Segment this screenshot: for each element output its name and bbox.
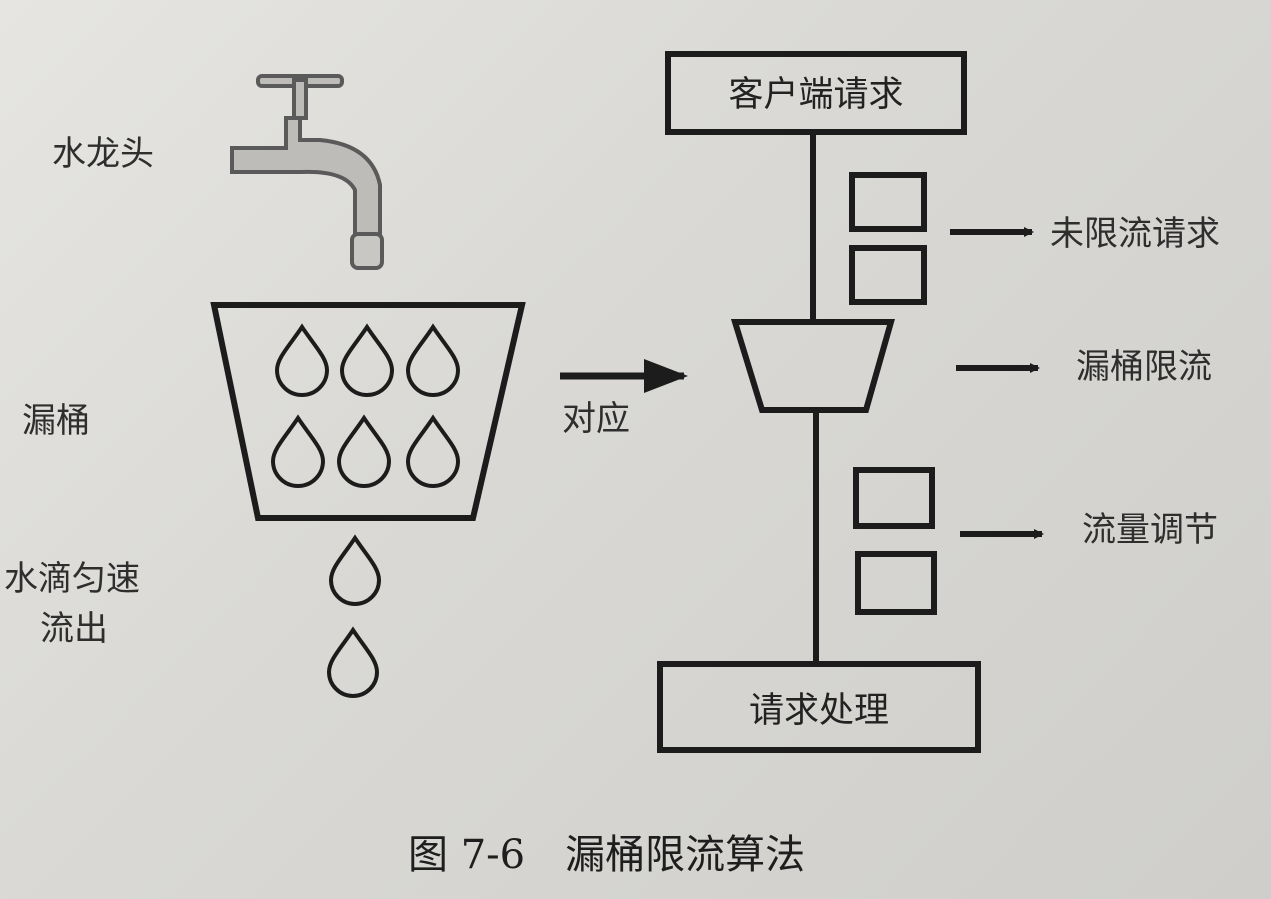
droplet-icon xyxy=(328,534,382,606)
request-square xyxy=(855,551,937,615)
faucet-icon xyxy=(230,74,384,270)
client-request-label: 客户端请求 xyxy=(728,75,903,115)
droplets-in-bucket xyxy=(270,323,461,488)
droplet-icon xyxy=(405,323,461,397)
request-square xyxy=(853,467,935,529)
droplet-icon xyxy=(274,323,330,397)
flow-regulation-label: 流量调节 xyxy=(1082,510,1218,550)
unlimited-request-label: 未限流请求 xyxy=(1050,214,1220,254)
drip-label-line1: 水滴匀速 xyxy=(4,559,140,599)
small-bucket-shape xyxy=(730,319,895,413)
bucket-shape xyxy=(210,302,526,521)
droplet-icon xyxy=(326,626,380,698)
droplet-icon xyxy=(336,414,392,488)
request-square xyxy=(849,245,927,305)
bucket-label: 漏桶 xyxy=(22,401,90,441)
request-processing-box xyxy=(657,661,981,753)
request-processing-label: 请求处理 xyxy=(749,691,889,731)
figure-caption: 图 7-6 漏桶限流算法 xyxy=(408,832,805,878)
droplet-icon xyxy=(270,414,326,488)
request-square xyxy=(849,172,927,232)
droplets-falling xyxy=(326,534,382,698)
corresponds-label: 对应 xyxy=(562,399,630,439)
leaky-bucket-limit-label: 漏桶限流 xyxy=(1076,347,1212,387)
faucet-label: 水龙头 xyxy=(52,134,154,174)
droplet-icon xyxy=(339,323,395,397)
drip-label-line2: 流出 xyxy=(40,609,108,649)
droplet-icon xyxy=(405,414,461,488)
